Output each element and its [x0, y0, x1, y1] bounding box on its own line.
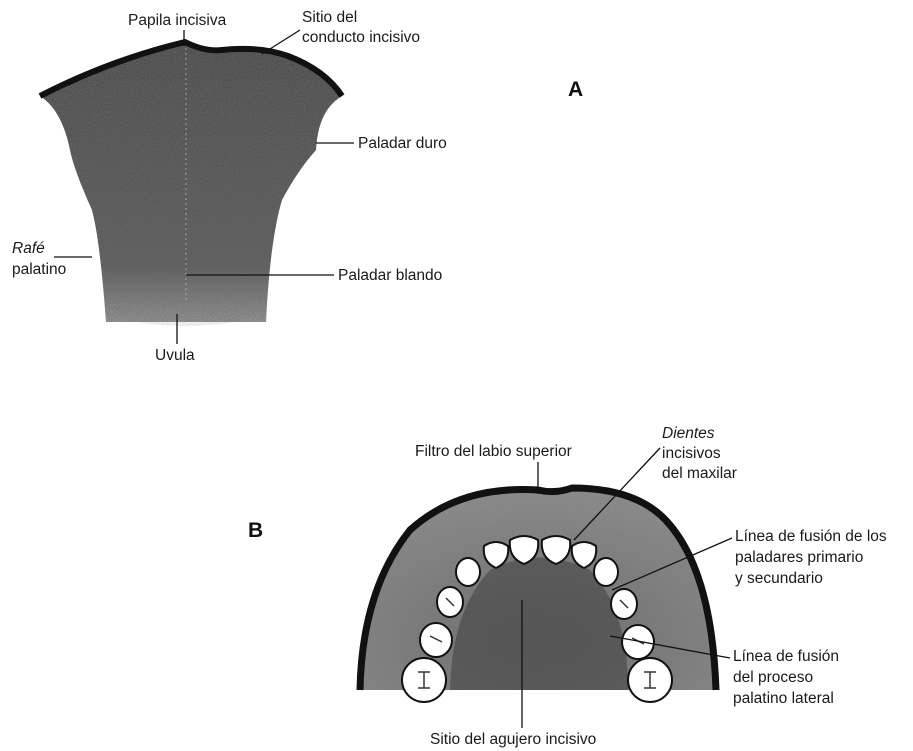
- label-fusion-pp-3: y secundario: [735, 570, 823, 587]
- panel-a: A Papila incisiva Sitio del conducto inc…: [12, 9, 583, 364]
- label-paladar-duro: Paladar duro: [358, 135, 447, 152]
- label-rafe-2: palatino: [12, 261, 66, 278]
- tooth-canine-right: [594, 558, 618, 586]
- label-fusion-pp-1: Línea de fusión de los: [735, 528, 887, 545]
- panel-b-letter: B: [248, 519, 263, 542]
- label-fusion-lat-2: del proceso: [733, 669, 813, 686]
- label-sitio-conducto-1: Sitio del: [302, 9, 357, 26]
- tooth-premolar-2-right: [622, 625, 654, 659]
- label-fusion-pp-2: paladares primario: [735, 549, 863, 566]
- tooth-premolar-2-left: [420, 623, 452, 657]
- label-paladar-blando: Paladar blando: [338, 267, 442, 284]
- label-dientes-1: Dientes: [662, 425, 715, 442]
- label-agujero-incisivo: Sitio del agujero incisivo: [430, 731, 596, 748]
- label-uvula: Uvula: [155, 347, 195, 364]
- label-filtro: Filtro del labio superior: [415, 443, 572, 460]
- label-fusion-lat-1: Línea de fusión: [733, 648, 839, 665]
- panel-a-letter: A: [568, 78, 583, 101]
- panel-b: B: [248, 425, 887, 748]
- label-papila-incisiva: Papila incisiva: [128, 12, 227, 29]
- tooth-canine-left: [456, 558, 480, 586]
- label-fusion-lat-3: palatino lateral: [733, 690, 834, 707]
- label-dientes-3: del maxilar: [662, 465, 737, 482]
- label-sitio-conducto-2: conducto incisivo: [302, 29, 420, 46]
- label-dientes-2: incisivos: [662, 445, 721, 462]
- label-rafe-1: Rafé: [12, 240, 45, 257]
